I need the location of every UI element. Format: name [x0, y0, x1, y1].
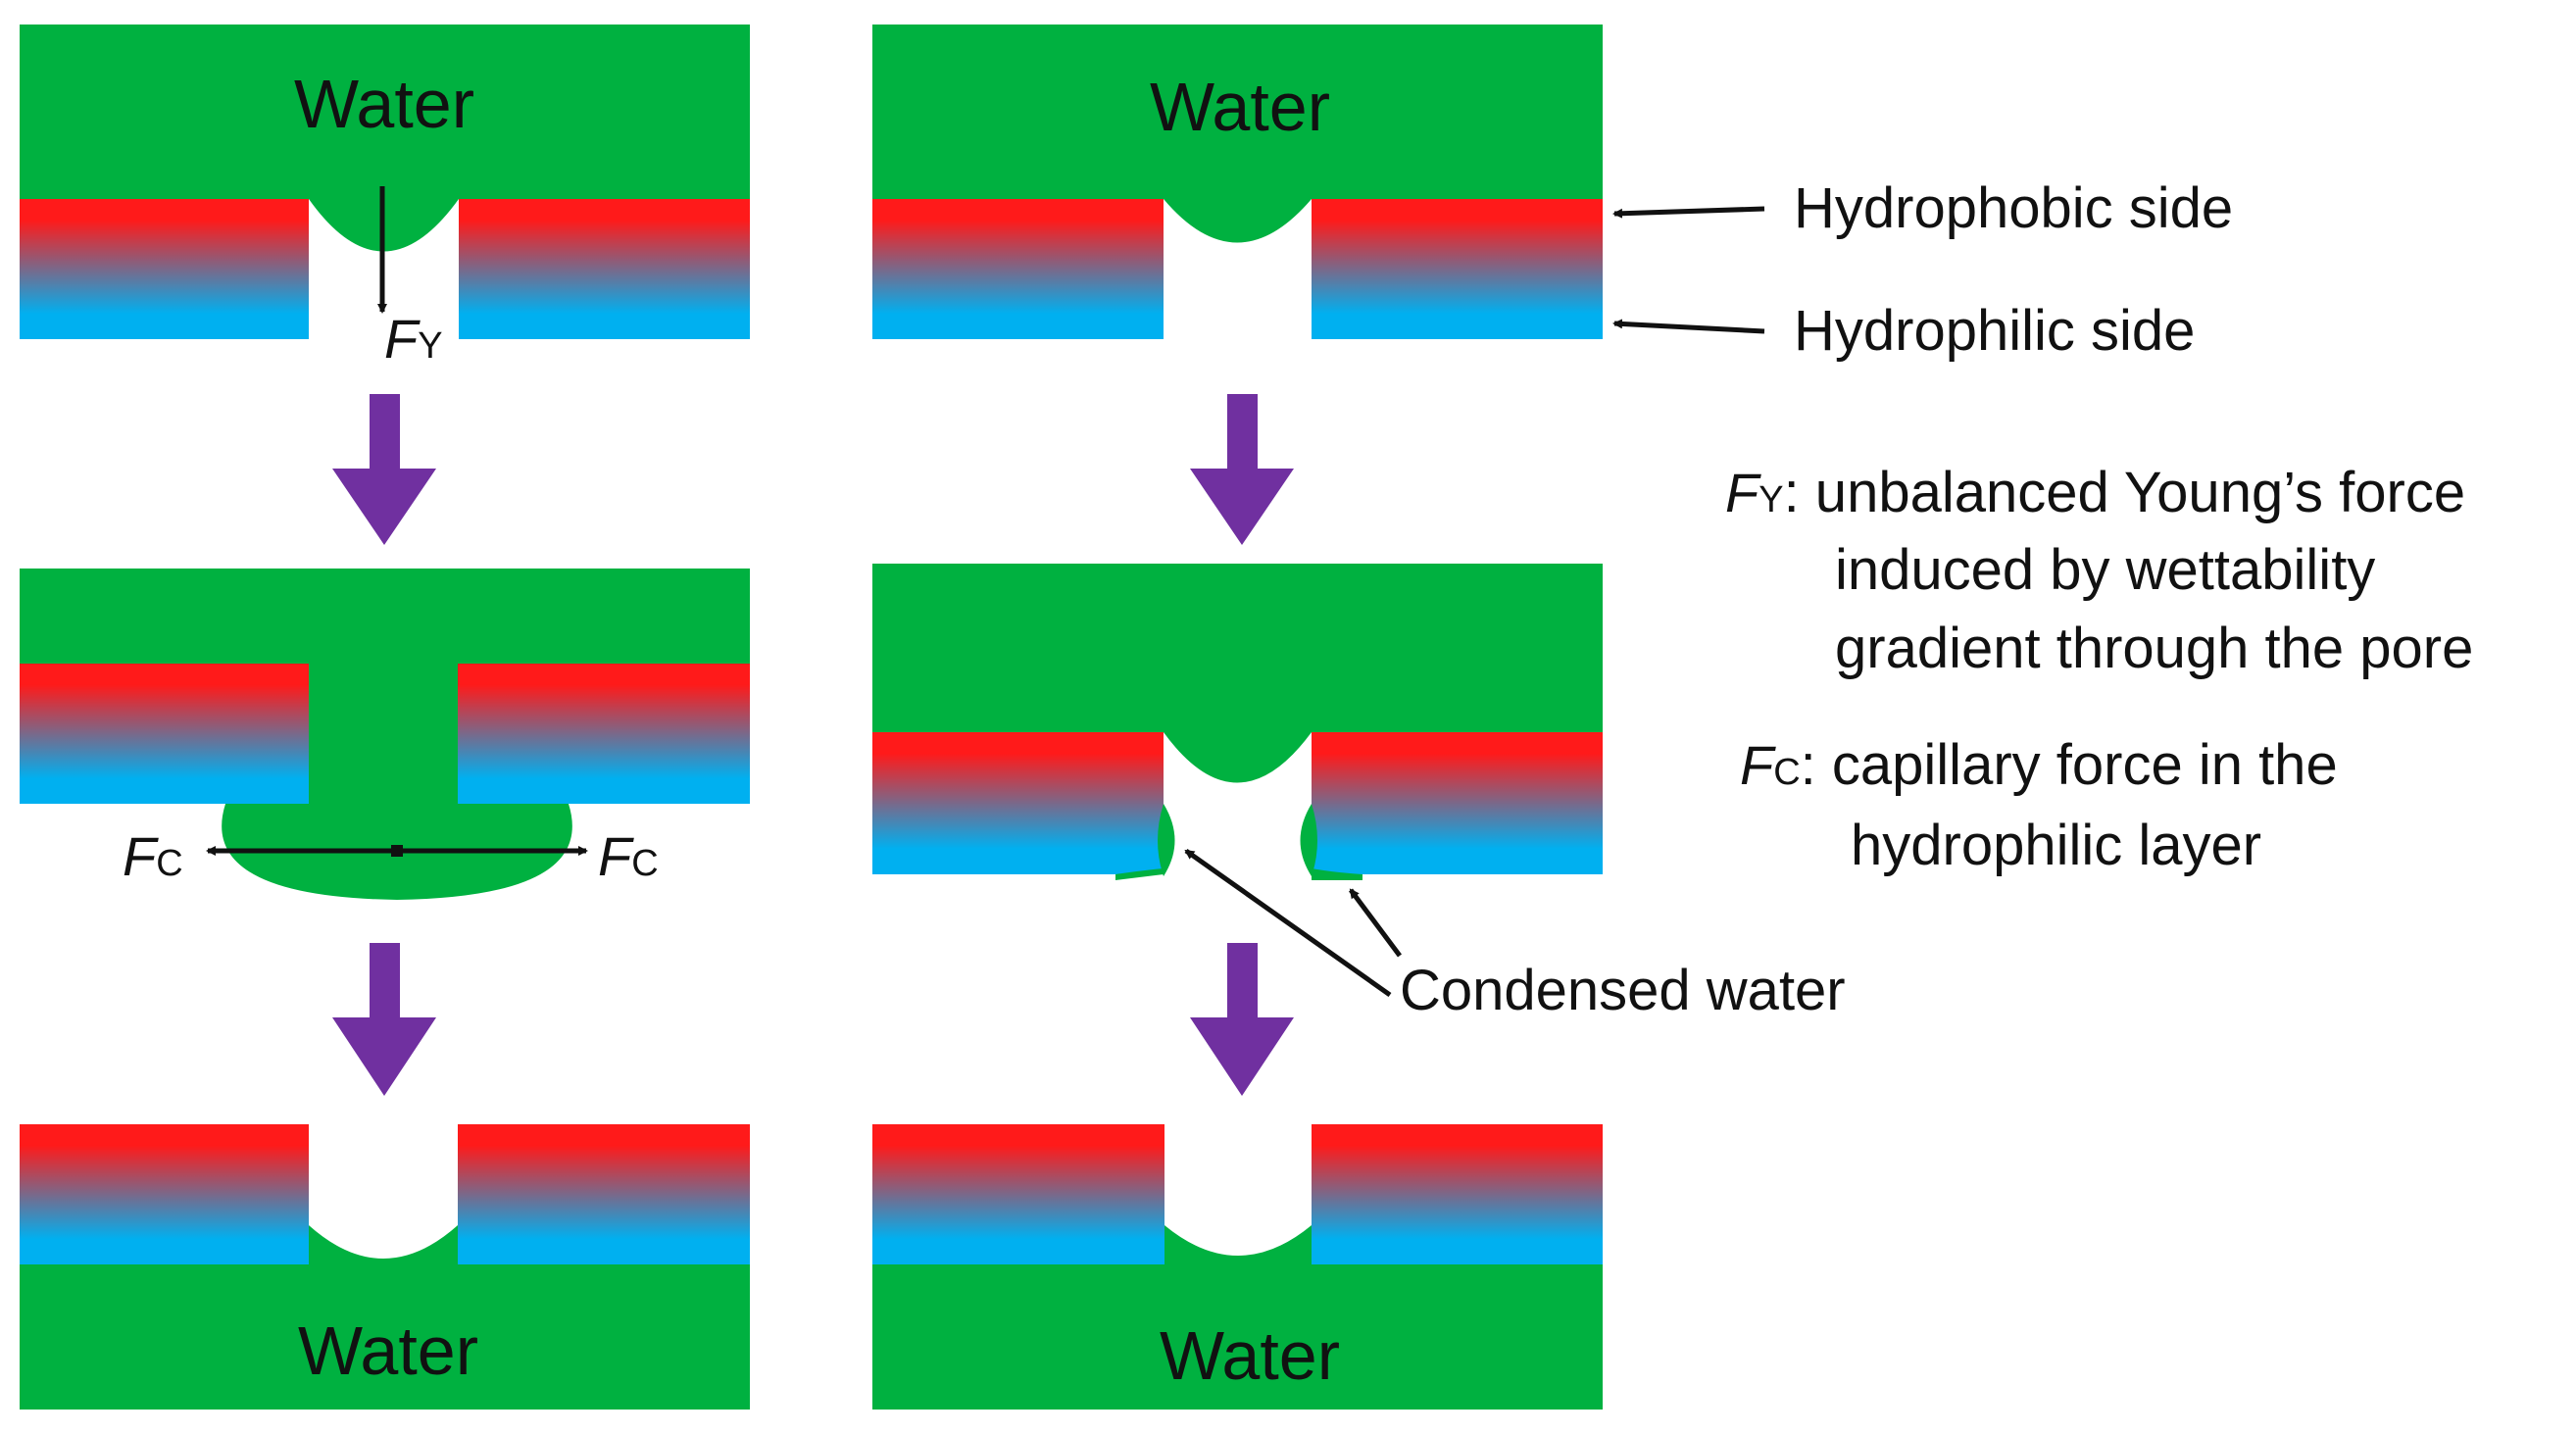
condensed-pointer-right	[1348, 888, 1403, 958]
membrane-right	[458, 664, 750, 804]
flow-arrow-right-1	[1190, 394, 1294, 545]
membrane-right	[458, 1124, 750, 1264]
condensed-water-label: Condensed water	[1400, 959, 1846, 1022]
membrane-left	[20, 664, 309, 804]
membrane-right	[1312, 199, 1603, 339]
water-layer	[20, 569, 750, 664]
panel-right-3: Water	[872, 1124, 1603, 1410]
hydrophilic-side-label: Hydrophilic side	[1794, 299, 2195, 363]
panel-left-3: Water	[20, 1124, 750, 1410]
legend-fy-line2: induced by wettability	[1835, 538, 2375, 602]
water-layer	[20, 1264, 750, 1410]
fc-center-dot	[391, 845, 403, 857]
panel-left-2: FC FC	[20, 569, 750, 900]
fy-label: FY	[384, 308, 443, 370]
water-meniscus	[1164, 732, 1312, 783]
flow-arrow-left-1	[332, 394, 436, 545]
hydrophobic-side-label: Hydrophobic side	[1794, 176, 2233, 240]
water-in-pore	[309, 664, 458, 804]
water-layer	[872, 564, 1603, 732]
legend-fc-line2: hydrophilic layer	[1851, 814, 2261, 877]
condensed-water-right-film	[1312, 868, 1362, 880]
fc-label-right: FC	[598, 825, 659, 887]
membrane-right	[1312, 732, 1603, 874]
panel-right-1: Water	[872, 25, 1603, 339]
hydrophilic-pointer	[1612, 319, 1765, 334]
membrane-left	[872, 732, 1164, 874]
water-layer	[20, 25, 750, 199]
flow-arrow-right-2	[1190, 943, 1294, 1096]
condensed-water-drop-left	[1158, 804, 1175, 876]
membrane-right	[459, 199, 750, 339]
legend-fy-line3: gradient through the pore	[1835, 617, 2473, 680]
membrane-right	[1312, 1124, 1603, 1264]
membrane-left	[20, 199, 309, 339]
water-meniscus	[1164, 199, 1312, 243]
membrane-left	[20, 1124, 309, 1264]
water-label: Water	[298, 1312, 478, 1389]
membrane-left	[872, 1124, 1164, 1264]
water-layer	[872, 25, 1603, 199]
flow-arrow-left-2	[332, 943, 436, 1096]
water-label: Water	[294, 66, 474, 142]
water-label: Water	[1160, 1317, 1340, 1394]
hydrophobic-pointer	[1612, 206, 1765, 219]
water-meniscus	[309, 1225, 458, 1265]
legend: FY: unbalanced Young’s force induced by …	[1725, 461, 2473, 877]
fc-label-left: FC	[123, 825, 183, 887]
membrane-left	[872, 199, 1164, 339]
condensed-pointer-left	[1184, 848, 1392, 998]
water-label: Water	[1150, 69, 1330, 145]
legend-fy-line1: FY: unbalanced Young’s force	[1725, 461, 2465, 524]
panel-right-2	[872, 564, 1603, 880]
water-layer	[872, 1264, 1603, 1410]
panel-left-1: Water FY	[20, 25, 750, 370]
water-meniscus	[1164, 1225, 1312, 1265]
condensed-water-right	[1300, 804, 1317, 876]
legend-fc-line1: FC: capillary force in the	[1740, 733, 2338, 797]
